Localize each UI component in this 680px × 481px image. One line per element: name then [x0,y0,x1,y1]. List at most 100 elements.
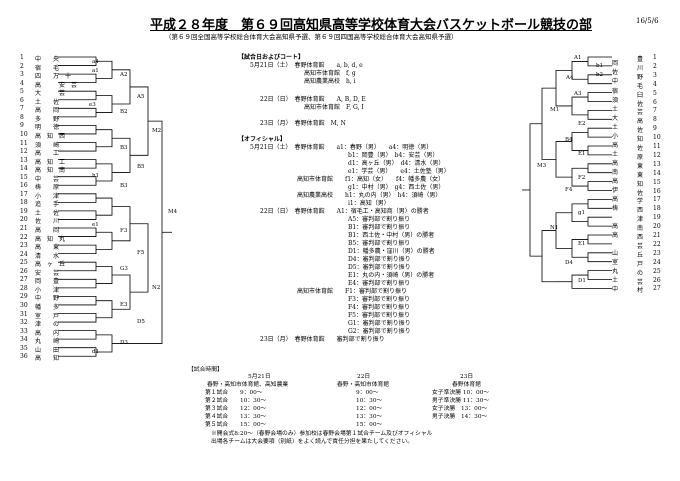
game-label: A3 [574,91,582,97]
bracket-line [587,145,612,156]
team-number: 12 [20,148,28,156]
info-line: 高知農業高校 h, i [304,78,356,85]
info-line: F5：審判部で割り振り [348,312,410,319]
team-name-left: 梼 [612,205,619,212]
bracket-line [529,123,542,257]
team-number: 9 [20,122,24,130]
team-name: 追 手 [35,201,60,209]
bracket-line [58,244,97,255]
team-name: 高 東 [35,244,60,252]
team-name-left: 高 [612,160,619,167]
team-name: 東 [637,171,644,179]
schedule-note: 出場各チームは大会要項（別紙）をよく読んで責任分担を果たしてください。 [211,439,414,445]
schedule-time: 13：30～ [240,414,267,420]
schedule-column-header: 5月21日 [248,374,271,380]
bracket-line [571,96,588,116]
game-label: A1 [574,55,582,61]
schedule-time: 女子準決勝 10：00～ [432,390,490,396]
team-number: 6 [653,98,657,106]
team-number: 15 [653,178,661,186]
game-label: h1 [92,173,100,179]
team-number: 19 [20,207,28,215]
team-name: 戸 [637,260,644,268]
team-name: 宿 毛 [35,64,60,72]
team-name: 高 知 工 [35,158,66,166]
team-name-left: 丸 [612,268,619,275]
info-line: e1：学芸（男） e4：土佐塾（男） [348,168,450,175]
team-name: 学 [637,198,644,206]
bracket-line [587,199,612,209]
info-line: 22日（日） 春野体育館 A1：宿毛工・高知商（男）の勝者 [260,208,429,215]
info-line: B5：審判部で割り振り [348,240,411,247]
team-name: 中 野 [35,295,60,303]
team-name: 土 佐 [35,98,60,106]
team-number: 33 [20,327,28,335]
bracket-line [555,141,572,178]
team-name: 土 佐 [35,209,60,217]
team-name: 高 知 南 [35,167,66,175]
team-number: 13 [653,160,661,168]
team-number: 17 [653,196,661,204]
info-line: D1：幡多農・窪川（男）の勝者 [348,248,435,255]
team-number: 18 [653,205,661,213]
schedule-time: 10：30～ [356,398,383,404]
team-name: 佐 [637,189,644,197]
info-line: 高知市体育館 F1：審判部で割り振り [297,288,407,295]
schedule-time: 13：30～ [356,414,383,420]
team-number: 5 [20,88,24,96]
game-label: D3 [120,340,128,346]
info-line: 高知市体育館 F, G, I [304,104,364,111]
team-name-left: 高 [612,232,619,239]
bracket-line [587,252,612,263]
team-number: 2 [20,62,24,70]
bracket-line [58,278,97,289]
team-number: 13 [20,156,28,164]
info-line: 23日（月） 春野体育館 M, N [260,120,346,127]
bracket-line [541,230,556,283]
game-label: M4 [168,209,178,215]
team-name: 高 岡 [35,107,60,115]
team-name: 豊 [637,56,644,63]
team-number: 15 [20,173,28,181]
team-number: 27 [20,276,28,284]
bracket-line [96,231,113,250]
game-label: A5 [137,94,145,100]
info-line: B1：西土佐・中村（男）の勝者 [348,232,435,239]
info-line: i1：高知（男） [348,200,390,207]
schedule-time: 10：30～ [240,398,267,404]
team-number: 18 [20,199,28,207]
team-number: 5 [653,89,657,97]
info-line: 5月21日（土） 春野体育館 a, b, d, e [250,62,363,69]
team-name: 中 芸 [35,175,60,183]
game-label: F3 [120,228,128,234]
team-name-left: 岡 [612,60,619,67]
bracket-line [587,181,612,191]
team-name: 中 央 [35,56,60,63]
team-name: 高 知 西 [35,132,66,140]
game-label: E1 [578,151,586,157]
bracket-line [587,234,612,245]
team-number: 22 [20,233,28,241]
game-label: M2 [152,128,162,134]
team-number: 14 [653,169,661,177]
team-name-left: 土 [612,151,619,158]
team-name: 芸 [637,278,644,286]
team-name: 西 [637,234,644,241]
team-name-left: 土 [612,106,619,113]
game-label: M3 [537,163,547,169]
team-name: 小 津 [35,286,60,294]
info-line: 高知市体育館 f1：高知（女） f4：幡多農（女） [297,176,445,183]
schedule-time: 9：00～ [356,390,379,396]
team-number: 34 [20,336,28,344]
bracket-line [96,266,113,284]
bracket-line [58,193,97,203]
bracket-line [112,137,131,173]
team-name-left: 小 [612,133,619,140]
team-name: 知 [637,136,644,144]
team-number: 23 [653,249,661,257]
team-number: 3 [653,71,657,79]
team-name-left: 中 [612,78,619,85]
team-name: 芸 [637,109,644,117]
team-number: 2 [653,62,657,70]
